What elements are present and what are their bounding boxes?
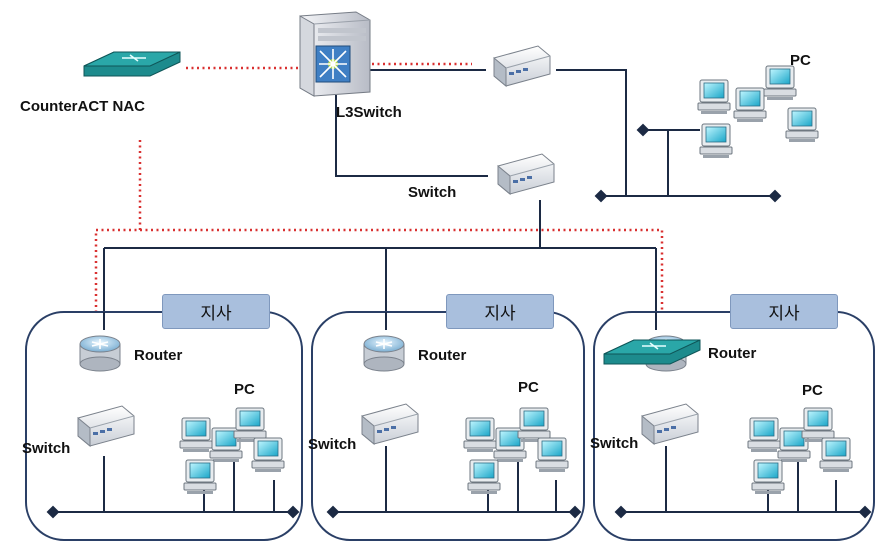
nac-monitor-links bbox=[94, 62, 664, 330]
core-switch-label: Switch bbox=[408, 184, 457, 201]
hq-pc-label: PC bbox=[790, 52, 811, 69]
switch-label-2: Switch bbox=[308, 436, 357, 453]
pc-icon bbox=[233, 407, 267, 443]
branch-tag-2: 지사 bbox=[446, 294, 554, 329]
nac-horizontal-link bbox=[140, 228, 664, 330]
pc-icon bbox=[801, 407, 835, 443]
pc-icon bbox=[751, 459, 785, 495]
pc-icon bbox=[733, 87, 767, 123]
core-switch-icon bbox=[497, 153, 555, 195]
router-label-1: Router bbox=[134, 347, 183, 364]
pc-icon bbox=[467, 459, 501, 495]
pc-icon bbox=[763, 65, 797, 101]
top-switch-icon bbox=[493, 45, 551, 87]
branch-tag-3: 지사 bbox=[730, 294, 838, 329]
branch-tag-1: 지사 bbox=[162, 294, 270, 329]
pc-icon bbox=[251, 437, 285, 473]
pc-icon bbox=[179, 417, 213, 453]
nac-to-branches-link bbox=[94, 140, 142, 330]
pc-icon bbox=[819, 437, 853, 473]
pc-label-3: PC bbox=[802, 382, 823, 399]
pc-icon bbox=[183, 459, 217, 495]
router-icon bbox=[79, 335, 121, 372]
pc-icon bbox=[699, 123, 733, 159]
l3-switch-icon bbox=[299, 11, 371, 97]
router-label-2: Router bbox=[418, 347, 467, 364]
l3switch-label: L3Switch bbox=[336, 104, 402, 121]
switch-label-1: Switch bbox=[22, 440, 71, 457]
branch-uplinks bbox=[103, 312, 657, 330]
top-switch-to-hq-lan-line bbox=[556, 69, 627, 196]
pc-icon bbox=[785, 107, 819, 143]
pc-label-1: PC bbox=[234, 381, 255, 398]
pc-icon bbox=[535, 437, 569, 473]
branch-lans bbox=[46, 123, 872, 519]
pc-icon bbox=[697, 79, 731, 115]
connection-lines bbox=[103, 69, 776, 312]
pc-icon bbox=[517, 407, 551, 443]
pc-icon bbox=[747, 417, 781, 453]
pc-icon bbox=[463, 417, 497, 453]
l3switch-to-switch-line bbox=[335, 95, 488, 177]
nac-appliance-icon bbox=[83, 51, 181, 77]
pc-label-2: PC bbox=[518, 379, 539, 396]
router-icon bbox=[363, 335, 405, 372]
nac-label: CounterACT NAC bbox=[20, 98, 145, 115]
router-label-3: Router bbox=[708, 345, 757, 362]
switch-label-3: Switch bbox=[590, 435, 639, 452]
hq-pc-group bbox=[697, 65, 819, 159]
